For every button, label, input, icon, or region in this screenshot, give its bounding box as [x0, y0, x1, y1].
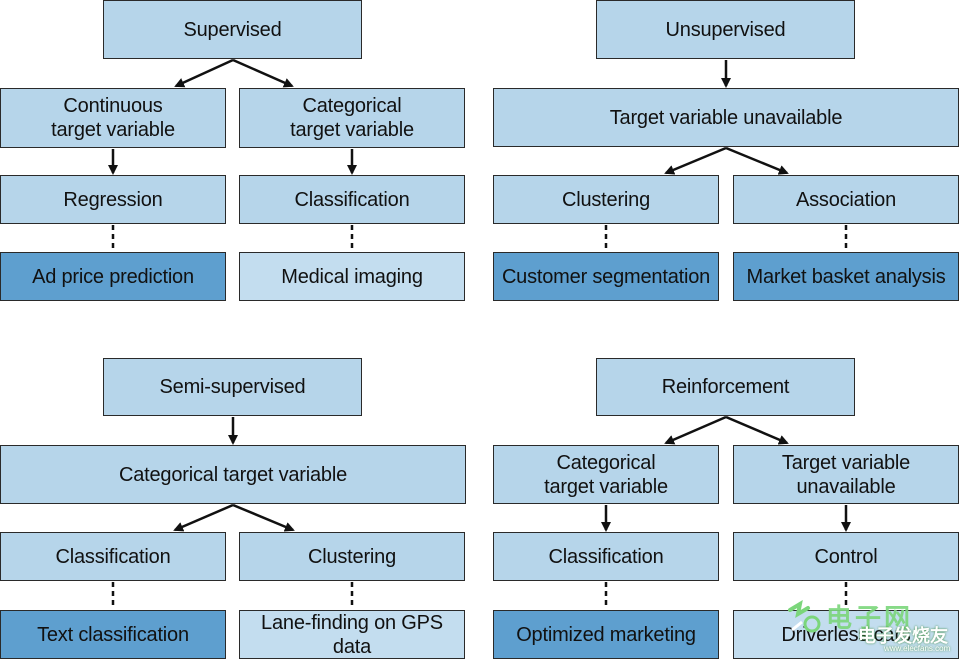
semi-target-node: Categorical target variable — [0, 445, 466, 504]
supervised-continuous-node: Continuous target variable — [0, 88, 226, 148]
semi-supervised-label: Semi-supervised — [159, 376, 306, 398]
unsupervised-association-example-label: Market basket analysis — [746, 265, 946, 288]
semi-clustering-label: Clustering — [307, 545, 397, 568]
arrow-reinforcement-to-unavailable — [725, 415, 789, 445]
unsupervised-target-node: Target variable unavailable — [493, 88, 959, 147]
supervised-classification-node: Classification — [239, 175, 465, 224]
unsupervised-clustering-node: Clustering — [493, 175, 719, 224]
supervised-continuous-label: Continuous target variable — [51, 95, 175, 141]
arrow-target-to-semi-clustering — [232, 503, 295, 532]
reinforcement-classification-label: Classification — [548, 545, 664, 568]
reinforcement-label: Reinforcement — [661, 376, 790, 398]
supervised-label: Supervised — [183, 18, 282, 41]
supervised-regression-example-label: Ad price prediction — [32, 265, 194, 288]
semi-supervised-node: Semi-supervised — [103, 358, 362, 416]
unsupervised-clustering-example: Customer segmentation — [493, 252, 719, 301]
semi-clustering-node: Clustering — [239, 532, 465, 581]
semi-target-label: Categorical target variable — [118, 463, 348, 486]
unsupervised-target-label: Target variable unavailable — [609, 106, 843, 129]
supervised-classification-label: Classification — [294, 188, 410, 211]
unsupervised-clustering-label: Clustering — [561, 188, 651, 211]
reinforcement-control-example: Driverless cars — [733, 610, 959, 659]
arrow-target-to-clustering — [664, 146, 727, 175]
reinforcement-unavailable-label: Target variable unavailable — [781, 451, 911, 498]
supervised-node: Supervised — [103, 0, 362, 59]
reinforcement-control-label: Control — [814, 545, 878, 568]
semi-classification-example-label: Text classification — [37, 623, 189, 646]
supervised-regression-label: Regression — [63, 188, 163, 211]
supervised-regression-example: Ad price prediction — [0, 252, 226, 301]
reinforcement-classification-example-label: Optimized marketing — [516, 623, 696, 646]
reinforcement-node: Reinforcement — [596, 358, 855, 416]
supervised-regression-node: Regression — [0, 175, 226, 224]
reinforcement-control-node: Control — [733, 532, 959, 581]
unsupervised-clustering-example-label: Customer segmentation — [501, 265, 711, 288]
unsupervised-association-example: Market basket analysis — [733, 252, 959, 301]
arrow-supervised-to-categorical — [232, 58, 294, 88]
arrow-supervised-to-continuous — [174, 58, 234, 88]
reinforcement-unavailable-node: Target variable unavailable — [733, 445, 959, 504]
arrow-reinforcement-to-categorical — [664, 415, 727, 445]
supervised-categorical-node: Categorical target variable — [239, 88, 465, 148]
unsupervised-label: Unsupervised — [665, 18, 786, 41]
unsupervised-association-node: Association — [733, 175, 959, 224]
semi-classification-example: Text classification — [0, 610, 226, 659]
reinforcement-categorical-label: Categorical target variable — [544, 451, 668, 498]
semi-clustering-example-label: Lane-finding on GPS data — [261, 611, 443, 658]
supervised-categorical-label: Categorical target variable — [290, 95, 414, 141]
semi-clustering-example: Lane-finding on GPS data — [239, 610, 465, 659]
supervised-classification-example-label: Medical imaging — [281, 265, 423, 288]
unsupervised-association-label: Association — [795, 188, 897, 211]
supervised-classification-example: Medical imaging — [239, 252, 465, 301]
arrow-target-to-association — [725, 146, 789, 175]
semi-classification-label: Classification — [55, 545, 171, 568]
reinforcement-categorical-node: Categorical target variable — [493, 445, 719, 504]
reinforcement-classification-example: Optimized marketing — [493, 610, 719, 659]
reinforcement-control-example-label: Driverless cars — [781, 623, 911, 646]
unsupervised-node: Unsupervised — [596, 0, 855, 59]
semi-classification-node: Classification — [0, 532, 226, 581]
reinforcement-classification-node: Classification — [493, 532, 719, 581]
arrow-target-to-semi-classification — [173, 503, 234, 532]
